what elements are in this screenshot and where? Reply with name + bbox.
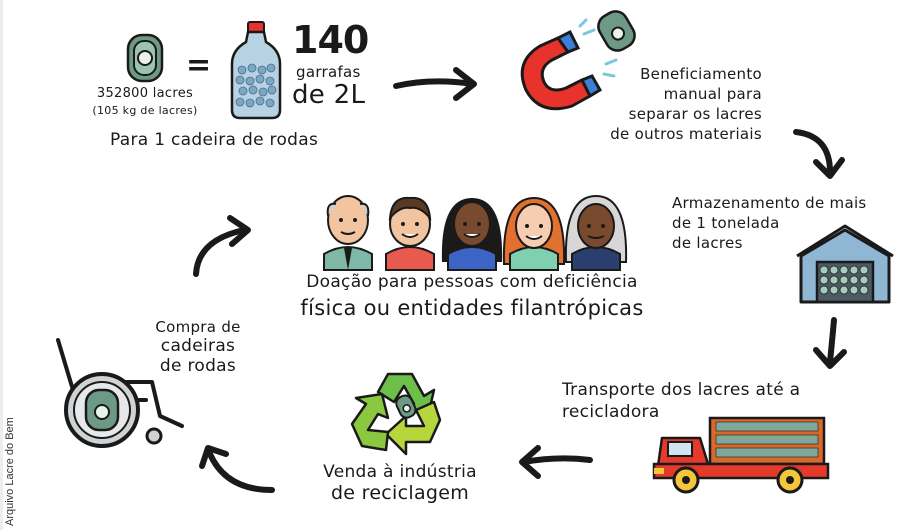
compra-line-2: cadeiras <box>160 336 236 356</box>
beneficiamento-line-3: separar os lacres <box>628 105 762 123</box>
left-edge-bar <box>0 0 3 530</box>
doacao-line-1: Doação para pessoas com deficiência <box>306 272 638 292</box>
pull-tab-icon <box>126 33 164 83</box>
step-beneficiamento: Beneficiamento manual para separar os la… <box>560 64 762 144</box>
step-transporte: Transporte dos lacres até a recicladora <box>562 379 800 423</box>
recycle-icon <box>350 372 442 456</box>
warehouse-icon <box>796 224 894 304</box>
people-icon <box>323 194 628 271</box>
step-armazenamento: Armazenamento de mais de 1 tonelada de l… <box>672 193 867 253</box>
arrow-icon <box>519 445 593 479</box>
arrow-icon <box>193 215 251 277</box>
armazenamento-line-1: Armazenamento de mais <box>672 194 867 212</box>
arrow-icon <box>813 317 847 369</box>
lacres-weight: (105 kg de lacres) <box>92 104 198 117</box>
arrow-icon <box>199 445 275 493</box>
wheelchair-icon <box>56 338 184 448</box>
bottles-unit: garrafas <box>296 63 361 81</box>
step-doacao: Doação para pessoas com deficiência físi… <box>262 272 682 320</box>
bottles-number: 140 <box>292 18 369 62</box>
armazenamento-line-2: de 1 tonelada <box>672 214 780 232</box>
doacao-line-2: física ou entidades filantrópicas <box>300 296 644 320</box>
equals-sign: = <box>186 48 212 83</box>
arrow-icon <box>393 67 477 101</box>
bottle-icon <box>230 21 282 120</box>
armazenamento-line-3: de lacres <box>672 234 743 252</box>
beneficiamento-line-1: Beneficiamento <box>640 65 762 83</box>
magnet-icon <box>520 10 636 111</box>
step-venda: Venda à indústria de reciclagem <box>300 462 500 504</box>
transporte-line-1: Transporte dos lacres até a <box>562 380 801 400</box>
transporte-line-2: recicladora <box>562 402 660 422</box>
compra-line-1: Compra de <box>155 318 241 336</box>
lacres-count: 352800 lacres <box>96 86 194 101</box>
image-credit: Arquivo Lacre do Bem <box>4 417 16 526</box>
truck-icon <box>652 416 830 494</box>
bottles-size: de 2L <box>292 80 366 110</box>
compra-line-3: de rodas <box>159 356 237 376</box>
venda-line-2: de reciclagem <box>330 482 470 504</box>
beneficiamento-line-2: manual para <box>663 85 762 103</box>
per-wheelchair-label: Para 1 cadeira de rodas <box>110 130 319 150</box>
step-compra: Compra de cadeiras de rodas <box>150 318 246 376</box>
arrow-icon <box>793 129 845 179</box>
venda-line-1: Venda à indústria <box>323 462 477 482</box>
beneficiamento-line-4: de outros materiais <box>610 125 762 143</box>
